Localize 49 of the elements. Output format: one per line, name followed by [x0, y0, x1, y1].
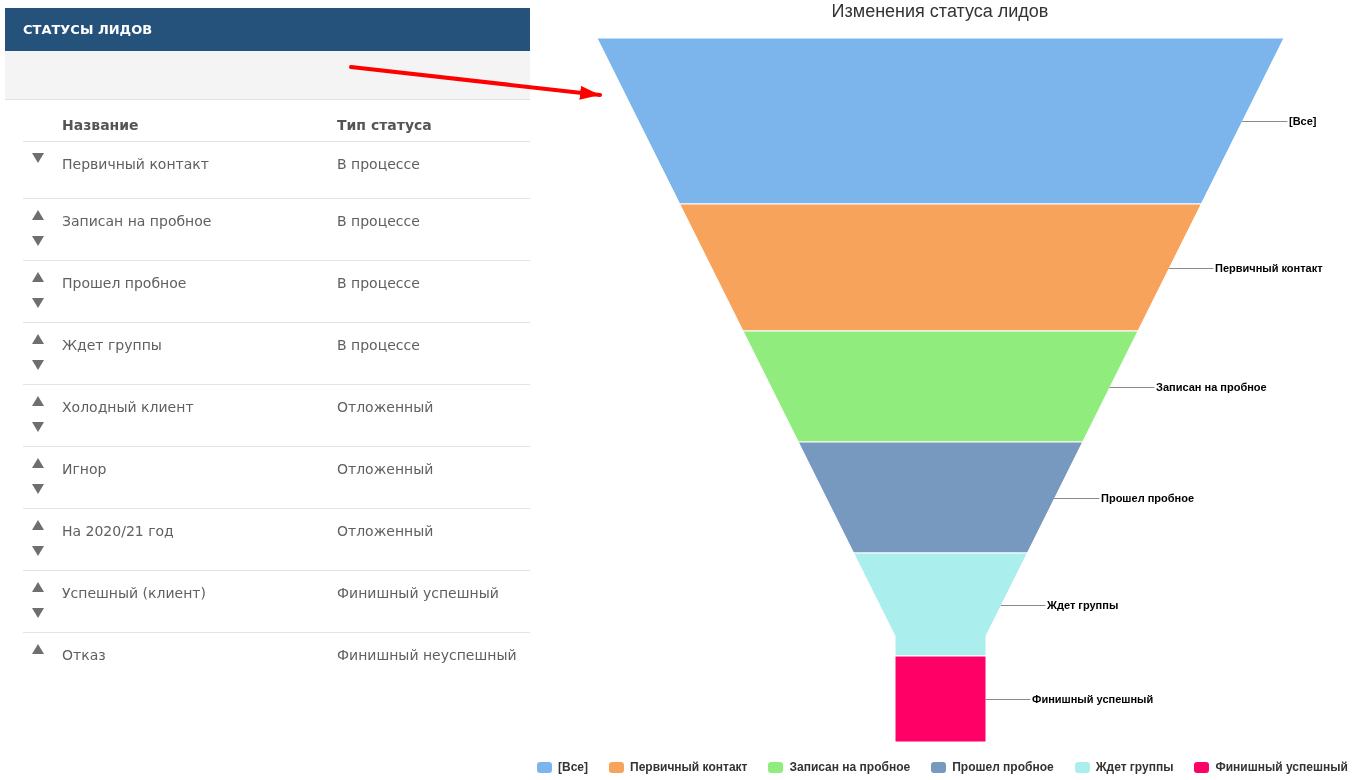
- segment-label: Ждет группы: [1047, 598, 1119, 612]
- status-name: Игнор: [62, 461, 107, 477]
- status-name: Прошел пробное: [62, 275, 187, 291]
- leader-line: [1168, 268, 1214, 269]
- status-type: В процессе: [337, 337, 420, 353]
- legend-label: [Все]: [558, 760, 588, 775]
- status-type: Финишный успешный: [337, 585, 499, 601]
- column-header: Тип статуса: [337, 117, 432, 133]
- status-type: Отложенный: [337, 399, 434, 415]
- funnel-segment: [797, 441, 1084, 554]
- funnel-segment: [894, 655, 987, 743]
- status-type: Отложенный: [337, 461, 434, 477]
- funnel-segment: [596, 37, 1285, 205]
- legend-label: Финишный успешный: [1215, 760, 1348, 775]
- column-header: Название: [62, 117, 139, 133]
- funnel-segment: [742, 330, 1139, 443]
- funnel-segment: [853, 552, 1028, 657]
- status-name: Первичный контакт: [62, 156, 209, 172]
- panel-title: СТАТУСЫ ЛИДОВ: [23, 20, 153, 39]
- status-type: В процессе: [337, 275, 420, 291]
- toolbar-bar: [5, 51, 530, 100]
- segment-label: Прошел пробное: [1101, 491, 1195, 505]
- leader-line: [1000, 605, 1046, 606]
- status-type: В процессе: [337, 156, 420, 172]
- status-type: Финишный неуспешный: [337, 647, 517, 663]
- legend-label: Прошел пробное: [952, 760, 1054, 775]
- panel-header: [5, 8, 530, 51]
- chart-title: Изменения статуса лидов: [831, 0, 1049, 22]
- status-name: Успешный (клиент): [62, 585, 206, 601]
- status-type: Отложенный: [337, 523, 434, 539]
- status-type: В процессе: [337, 213, 420, 229]
- status-name: Отказ: [62, 647, 106, 663]
- leader-line: [1054, 498, 1100, 499]
- status-name: Холодный клиент: [62, 399, 194, 415]
- segment-label: [Все]: [1289, 114, 1317, 128]
- status-name: На 2020/21 год: [62, 523, 174, 539]
- legend-label: Ждет группы: [1095, 760, 1174, 775]
- funnel-segment: [679, 203, 1202, 332]
- arrow: [349, 65, 602, 100]
- leader-line: [1241, 121, 1288, 122]
- legend-label: Записан на пробное: [789, 760, 911, 775]
- segment-label: Финишный успешный: [1032, 692, 1154, 706]
- segment-label: Записан на пробное: [1156, 380, 1267, 394]
- status-name: Ждет группы: [62, 337, 162, 353]
- status-name: Записан на пробное: [62, 213, 212, 229]
- legend-label: Первичный контакт: [630, 760, 748, 775]
- leader-line: [1109, 387, 1155, 388]
- segment-label: Первичный контакт: [1215, 261, 1323, 275]
- leader-line: [985, 699, 1031, 700]
